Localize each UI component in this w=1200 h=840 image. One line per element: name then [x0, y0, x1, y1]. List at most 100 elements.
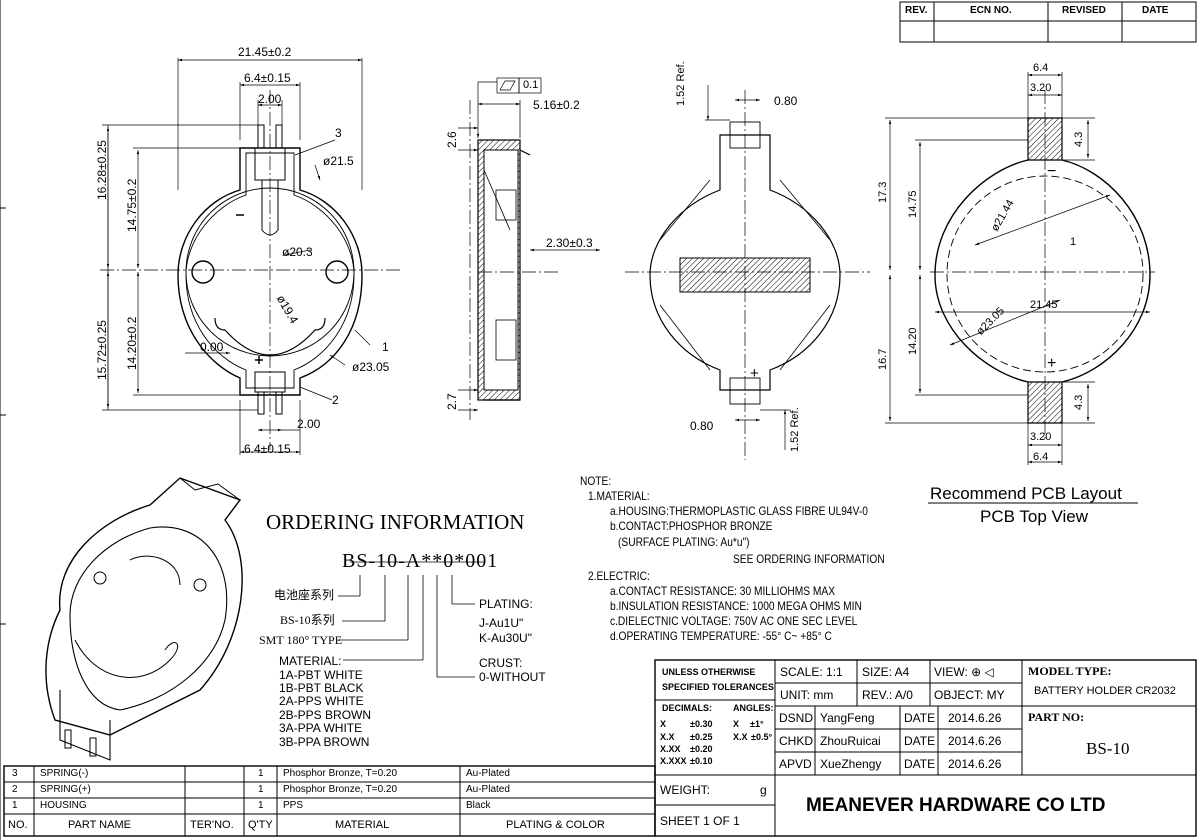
ordering-material-label: MATERIAL: — [279, 654, 342, 668]
rev-header-date: DATE — [1142, 5, 1169, 16]
signoff-date-label: DATE — [904, 734, 936, 748]
dim-pcb-pad-height-bottom: 4.3 — [1073, 394, 1085, 410]
rev-header-revised: REVISED — [1062, 5, 1106, 16]
note-line: 1.MATERIAL: — [588, 489, 650, 503]
tolerance-title: SPECIFIED TOLERANCES — [662, 682, 774, 692]
dim-side-top: 2.6 — [445, 131, 459, 148]
dim-pcb-one: 1 — [1070, 236, 1077, 248]
scale-field: SCALE: 1:1 — [780, 665, 843, 679]
note-line: b.CONTACT:PHOSPHOR BRONZE — [610, 519, 773, 533]
tolerance-fmt: X — [660, 719, 667, 729]
dim-back-pad-top: 0.80 — [774, 94, 798, 108]
ordering-material: 3A-PPA WHITE — [279, 721, 363, 735]
signoff-date-label: DATE — [904, 757, 936, 771]
dim-pcb-total-bottom: 16.7 — [877, 348, 889, 370]
tolerance-fmt: X — [733, 719, 740, 729]
bom-name: HOUSING — [40, 800, 87, 811]
dim-pcb-width: 21.45 — [1030, 299, 1058, 311]
bom-plating: Au-Plated — [466, 768, 510, 779]
ordering-material: 1A-PBT WHITE — [279, 668, 363, 682]
tolerance-value: ±1° — [750, 719, 764, 729]
signoff-name: YangFeng — [820, 711, 875, 725]
bom-header: NO. — [8, 819, 28, 831]
bom-header: MATERIAL — [335, 819, 390, 831]
dim-pin-span-top: 6.4±0.15 — [244, 71, 291, 85]
ordering-material: 2B-PPS BROWN — [279, 708, 372, 722]
rev-field: REV.: A/0 — [862, 688, 913, 702]
ordering-plating-option: J-Au1U" — [479, 616, 524, 630]
dim-pcb-pad-height-top: 4.3 — [1073, 131, 1085, 147]
dim-back-ref-top: 1.52 Ref. — [675, 61, 687, 106]
dim-height-top-outer: 16.28±0.25 — [95, 140, 109, 200]
ordering-code: BS-10-A**0*001 — [342, 550, 499, 572]
ordering-material: 1B-PBT BLACK — [279, 681, 364, 695]
note-line: NOTE: — [580, 474, 612, 488]
signoff-role: DSND — [779, 711, 814, 725]
tolerance-angles-label: ANGLES: — [733, 703, 774, 713]
weight-label: WEIGHT: — [660, 783, 710, 797]
bom-name: SPRING(+) — [40, 784, 91, 795]
dim-pcb-inner-top: 14.75 — [907, 190, 919, 218]
dim-pcb-pad-width-top: 3.20 — [1030, 82, 1052, 94]
bom-plating: Black — [466, 800, 491, 811]
tolerance-decimals-label: DECIMALS: — [662, 703, 712, 713]
dim-pcb-inner-bottom: 14.20 — [907, 327, 919, 355]
diameter-label: ø21.5 — [323, 154, 354, 168]
ordering-crust-label: CRUST: — [479, 656, 523, 670]
note-line: (SURFACE PLATING: Au*u") — [618, 535, 750, 549]
tolerance-fmt: X.X — [733, 732, 748, 742]
note-line: b.INSULATION RESISTANCE: 1000 MEGA OHMS … — [610, 599, 862, 613]
tolerance-value: ±0.20 — [690, 744, 713, 754]
flatness-value: 0.1 — [523, 79, 539, 91]
tolerance-fmt: X.XX — [660, 744, 681, 754]
tolerance-fmt: X.XXX — [660, 756, 687, 766]
sheet-field: SHEET 1 OF 1 — [660, 814, 740, 828]
diameter-label: ø20.3 — [282, 245, 313, 259]
back-view — [625, 90, 870, 460]
unit-field: UNIT: mm — [780, 688, 834, 702]
note-line: c.DIELECTNIC VOLTAGE: 750V AC ONE SEC LE… — [610, 614, 858, 628]
dim-pin-pitch-top: 2.00 — [258, 92, 282, 106]
pcb-layout-subtitle: PCB Top View — [980, 507, 1089, 526]
callout-number: 2 — [332, 393, 339, 407]
dim-side-width: 5.16±0.2 — [533, 98, 580, 112]
signoff-date: 2014.6.26 — [948, 757, 1002, 771]
ordering-crust-option: 0-WITHOUT — [479, 670, 546, 684]
bom-header: Q'TY — [248, 819, 273, 831]
bom-qty: 1 — [258, 800, 264, 811]
view-field: VIEW: ⊕ ◁ — [934, 665, 994, 679]
bom-name: SPRING(-) — [40, 768, 89, 779]
ordering-plating-option: K-Au30U" — [479, 631, 532, 645]
back-view-dimensions — [705, 85, 790, 450]
signoff-role: APVD — [779, 757, 812, 771]
ordering-type: SMT 180° TYPE — [259, 633, 343, 647]
ordering-series: BS-10系列 — [280, 613, 335, 627]
rev-header-rev: REV. — [905, 5, 928, 16]
bom-header: PLATING & COLOR — [506, 819, 605, 831]
weight-unit: g — [760, 783, 767, 797]
bom-material: Phosphor Bronze, T=0.20 — [283, 784, 398, 795]
part-no-value: BS-10 — [1086, 739, 1130, 758]
bom-material: Phosphor Bronze, T=0.20 — [283, 768, 398, 779]
tolerance-value: ±0.5° — [751, 732, 773, 742]
dim-side-mid: 2.30±0.3 — [546, 236, 593, 250]
dim-back-pad-bottom: 0.80 — [690, 419, 714, 433]
bom-header: TER'NO. — [190, 819, 234, 831]
dim-pcb-pad-span-bottom: 6.4 — [1033, 451, 1049, 463]
tolerance-title: UNLESS OTHERWISE — [662, 667, 756, 677]
bom-plating: Au-Plated — [466, 784, 510, 795]
dim-pin-pitch-bottom: 2.00 — [297, 417, 321, 431]
signoff-name: ZhouRuicai — [820, 734, 881, 748]
rev-header-ecn: ECN NO. — [970, 5, 1012, 16]
front-view-dimensions — [102, 58, 371, 455]
ordering-material: 3B-PPA BROWN — [279, 735, 370, 749]
polarity-plus: + — [750, 365, 759, 382]
dim-side-bottom: 2.7 — [445, 393, 459, 410]
diameter-label: ø23.05 — [352, 360, 390, 374]
projection-symbol-icon: ⊕ ◁ — [971, 665, 994, 679]
model-type-value: BATTERY HOLDER CR2032 — [1034, 685, 1176, 697]
ordering-title: ORDERING INFORMATION — [266, 510, 525, 534]
side-view-dimensions — [458, 77, 600, 412]
bom-no: 2 — [12, 784, 18, 795]
